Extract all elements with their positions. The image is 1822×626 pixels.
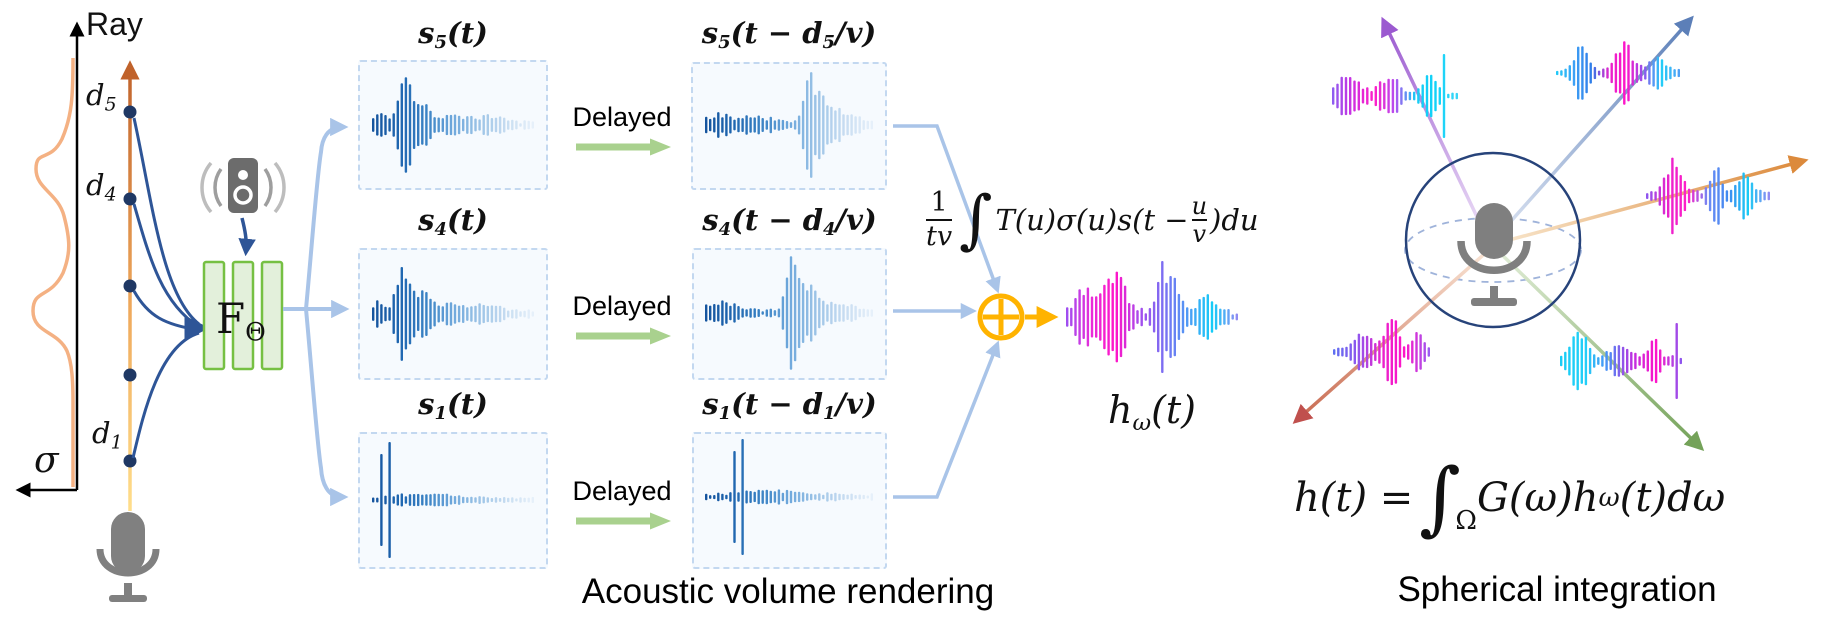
h-omega-label: hω(t): [1108, 388, 1196, 436]
waveform-s4-delayed: [705, 256, 873, 370]
delayed-label-row2: Delayed: [572, 291, 672, 321]
title-s5: s5(t): [418, 16, 488, 54]
title-s1-delayed: s1(t − d1/v): [702, 387, 877, 425]
integral-omega: ∫Ω: [1419, 451, 1477, 544]
d5-label: d5: [86, 78, 117, 116]
waveform-dir-downleft: [1333, 319, 1430, 386]
spherical-formula: h(t) = ∫Ω G(ω)h ω (t)dω: [1294, 451, 1726, 544]
signal-box-s1-delayed: [692, 432, 887, 569]
waveform-s5: [372, 77, 534, 173]
waveform-dir-right: [1646, 157, 1770, 235]
waveform-dir-upleft: [1332, 54, 1458, 138]
ray-axis-label: Ray: [86, 6, 143, 42]
title-s1: s1(t): [418, 387, 488, 425]
waveform-s4: [372, 267, 534, 361]
waveform-dir-downright: [1560, 323, 1682, 399]
delayed-label-row1: Delayed: [572, 102, 672, 132]
waveform-dir-upright: [1556, 41, 1680, 105]
waveform-s1: [372, 442, 534, 558]
sigma-axis-label: σ: [34, 440, 59, 481]
waveform-s1-delayed: [705, 439, 873, 555]
waveform-h-omega: [1066, 261, 1238, 373]
network-label: FΘ: [216, 294, 266, 347]
waveform-s5-delayed: [705, 72, 873, 178]
title-s4-delayed: s4(t − d4/v): [702, 203, 877, 241]
title-s5-delayed: s5(t − d5/v): [701, 16, 877, 54]
integral-sign: ∫: [959, 182, 993, 257]
caption-acoustic-volume-rendering: Acoustic volume rendering: [581, 572, 995, 611]
title-s4: s4(t): [418, 203, 488, 241]
signal-box-s5-delayed: [691, 62, 887, 190]
caption-spherical-integration: Spherical integration: [1397, 570, 1717, 609]
d4-label: d4: [86, 168, 117, 206]
d1-label: d1: [92, 416, 123, 454]
delayed-label-row3: Delayed: [572, 476, 672, 506]
